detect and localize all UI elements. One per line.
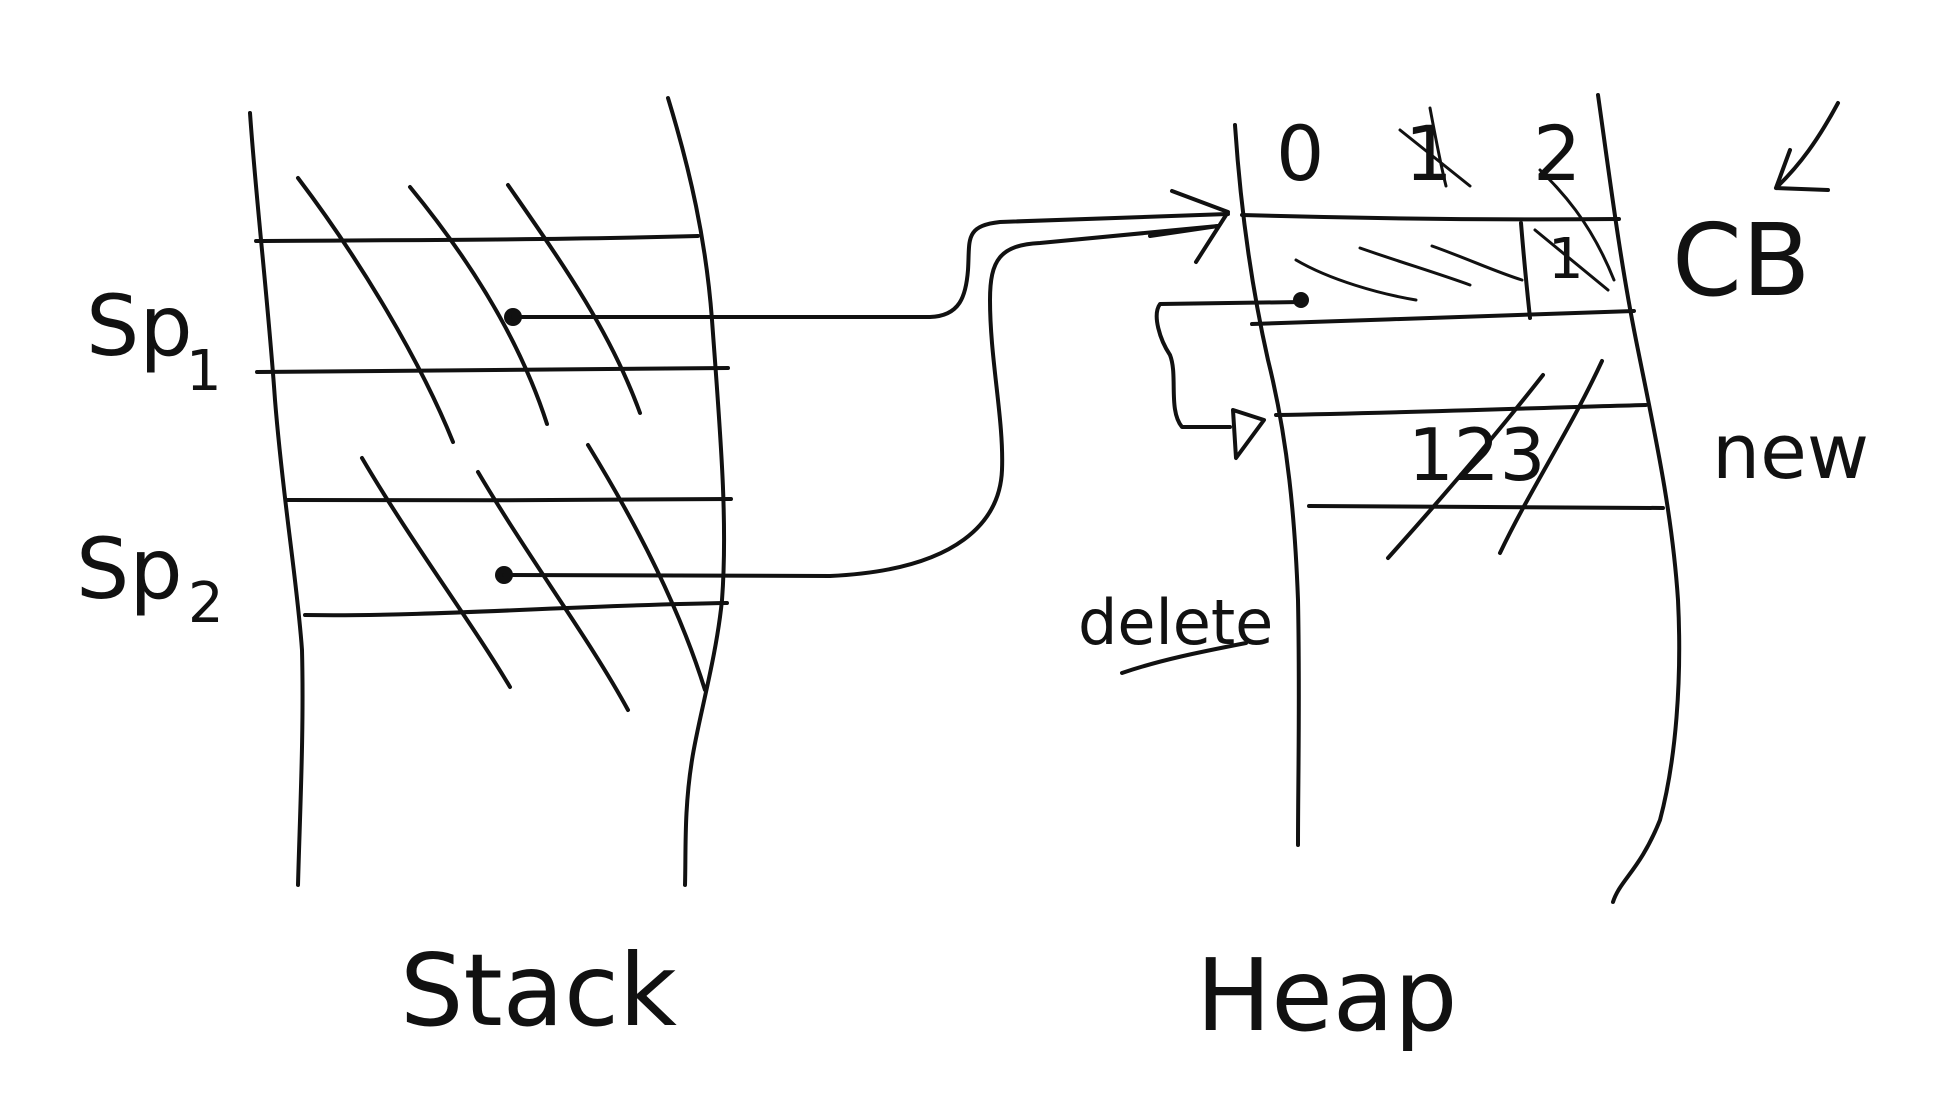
cb-arrowhead-2 [1148,224,1220,238]
object-hatch [1386,359,1604,560]
sp2-label: Sp [76,520,183,618]
pointer-arrows [495,189,1230,584]
stack-label: Stack [400,932,677,1049]
cb-divider [1519,221,1532,320]
delete-underline [1120,641,1248,675]
cb-bottom-line [1250,309,1636,326]
cb-object-pointer-line [1154,300,1303,429]
stack-separator-3 [285,497,733,503]
refcount-strike-marks [1398,106,1616,292]
stack-hatch-lower [360,443,707,712]
heap-label: Heap [1196,937,1457,1054]
cb-label: CB [1672,202,1810,319]
heap-left-wall [1233,123,1301,847]
object-value-label: 123 [1408,413,1545,497]
stack-hatch-upper [296,176,642,444]
stack-left-wall [248,111,305,887]
cb-object-pointer-dot [1293,292,1309,308]
sp2-pointer-line [502,224,1220,578]
stack-separator-1 [254,234,700,243]
stack-region: Sp 1 Sp 2 Stack [76,96,733,1049]
new-label: new [1712,407,1869,496]
object-bottom-line [1307,504,1665,510]
cb-pointer-arrow [1774,101,1840,192]
object-top-line [1274,403,1648,417]
refcount-current-label: 1 [1548,227,1584,292]
heap-right-wall [1596,93,1682,904]
sp2-subscript: 2 [188,571,224,636]
sp1-pointer-line [511,212,1230,319]
heap-region: 0 1 2 1 123 CB new delete Heap [1078,93,1869,1054]
sp1-label: Sp [86,277,193,375]
stack-separator-4 [303,601,729,618]
sp1-subscript: 1 [186,339,222,404]
cb-arrowhead-1 [1170,189,1230,264]
delete-label: delete [1078,586,1273,659]
cb-top-line [1240,213,1621,222]
stack-separator-2 [255,366,730,374]
refcount-digits-label: 0 1 2 [1276,109,1609,198]
cb-object-arrowhead [1231,408,1266,460]
stack-right-wall [666,96,727,887]
cb-hatch [1294,244,1524,302]
